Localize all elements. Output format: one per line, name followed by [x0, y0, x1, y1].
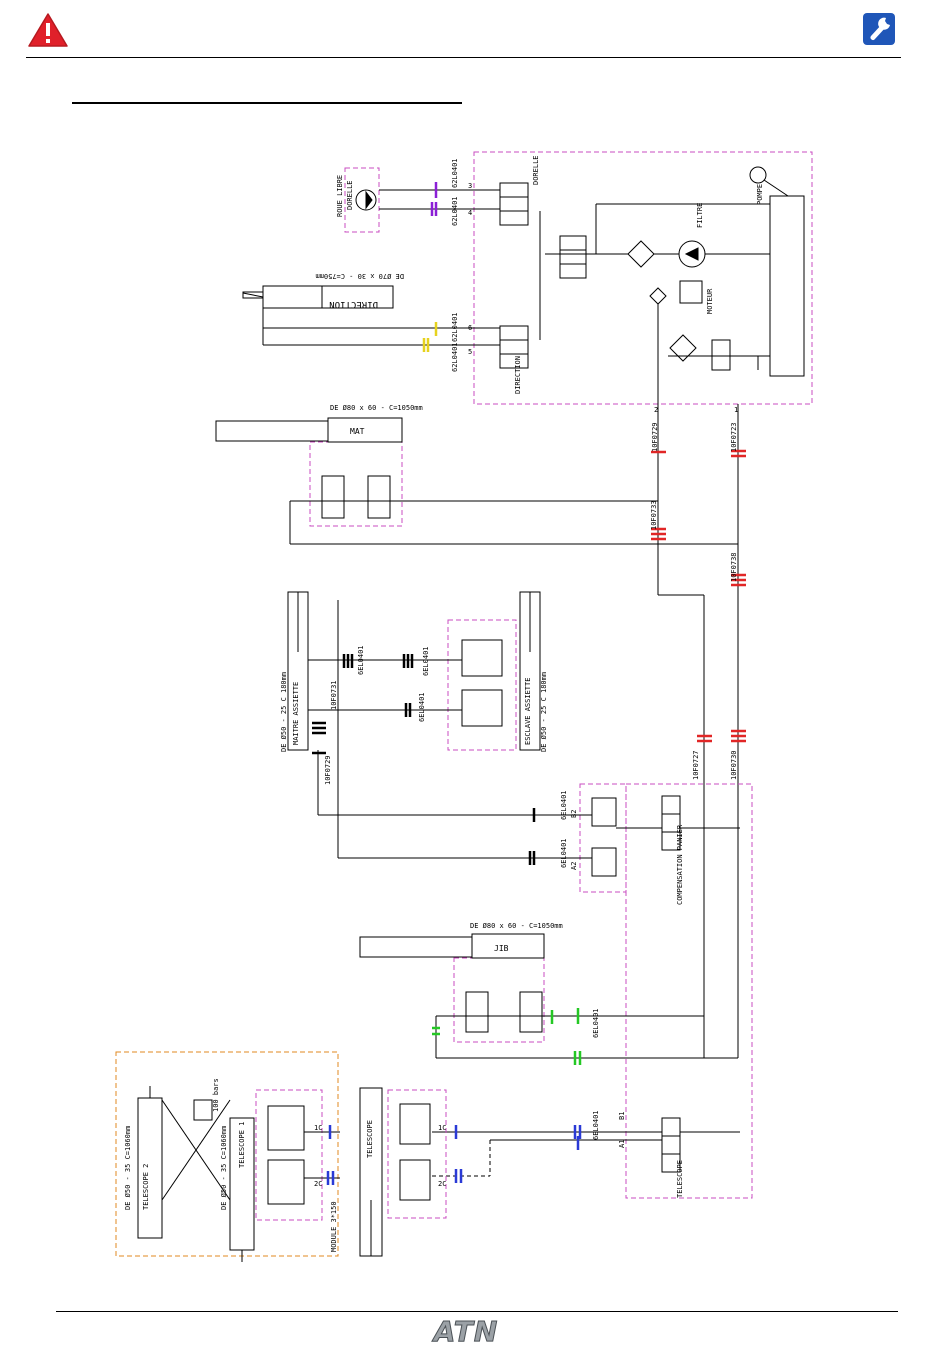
hose-label-7: 10F0733	[650, 500, 658, 530]
port-label-1c-a: 1C	[314, 1124, 322, 1132]
compensation-valve	[661, 795, 681, 815]
telescope-2-label: TELESCOPE 2	[142, 1164, 150, 1210]
tel1-spec-label: DE Ø50 - 35 C=1060mm	[220, 1126, 228, 1210]
jib-label: JIB	[494, 944, 509, 953]
power-unit-box	[473, 151, 813, 405]
maitre-spec-label: DE Ø50 - 25 C 180mm	[280, 672, 288, 752]
jib-cylinder	[471, 933, 545, 959]
port-label-6: 6	[468, 324, 472, 332]
dorelle-label-b: DORELLE	[532, 155, 540, 185]
mat-label: MAT	[350, 427, 365, 436]
telescope-1-label: TELESCOPE 1	[238, 1122, 246, 1168]
compensation-label: COMPENSATION PANIER	[676, 824, 684, 905]
hose-label-6: 10F0723	[730, 422, 738, 452]
telescope-label: TELESCOPE	[366, 1120, 374, 1158]
port-label-4: 4	[468, 209, 472, 217]
hose-label-15: 6EL0401	[418, 692, 426, 722]
direction-valve-top	[499, 325, 529, 341]
port-label-2: 2	[654, 406, 658, 414]
pompe-label: POMPE	[756, 184, 764, 205]
hose-label-3: 62L0401	[451, 312, 459, 342]
tel2-spec-label: DE Ø50 - 35 C=1060mm	[124, 1126, 132, 1210]
hose-label-16: 6EL0401	[560, 790, 568, 820]
filtre-label: FILTRE	[696, 203, 704, 228]
telescope-valve-label: TELESCOPE	[676, 1160, 684, 1198]
tank-symbol	[769, 195, 805, 377]
hose-label-11: 10F0731	[330, 680, 338, 710]
port-label-2c-b: 2C	[438, 1180, 446, 1188]
hose-label-5: 10F0729	[651, 422, 659, 452]
hose-label-17: 6EL0401	[560, 838, 568, 868]
port-label-1: 1	[734, 406, 738, 414]
assiette-valve-box	[447, 619, 517, 751]
roue-libre-motor-symbol	[355, 189, 377, 211]
hose-label-12: 10F0729	[324, 755, 332, 785]
port-label-1c-b: 1C	[438, 1124, 446, 1132]
port-label-2c-a: 2C	[314, 1180, 322, 1188]
direction-label: DIRECTION	[329, 299, 378, 309]
hose-label-13: 6EL0401	[357, 645, 365, 675]
hose-label-1: 62L0401	[451, 158, 459, 188]
hose-label-18: 6EL0401	[592, 1008, 600, 1038]
telescope-valve	[661, 1117, 681, 1137]
header-rule	[26, 57, 901, 58]
direction-spec-label: DE Ø70 x 30 - C=750mm	[315, 272, 404, 280]
roue-libre-box	[344, 167, 380, 233]
port-label-b2: B2	[570, 810, 578, 818]
dorelle-valve-top	[499, 182, 529, 198]
port-label-a2: A2	[570, 862, 578, 870]
mat-cylinder	[327, 417, 403, 443]
motor-symbol	[679, 280, 703, 304]
hose-label-10: 10F0730	[730, 750, 738, 780]
footer-rule	[56, 1311, 898, 1312]
module-label: MODULE 3*150	[330, 1201, 338, 1252]
port-label-b1: B1	[618, 1112, 626, 1120]
module-box	[115, 1051, 339, 1257]
moteur-label: MOTEUR	[706, 288, 714, 314]
mat-valve-box	[309, 441, 403, 527]
dorelle-label-a: DORELLE	[346, 180, 354, 210]
atn-logo: ATN	[430, 1315, 502, 1348]
esclave-spec-label: DE Ø50 - 25 C 180mm	[540, 672, 548, 752]
level-gauge-symbol	[749, 166, 767, 184]
mat-spec-label: DE Ø80 x 60 - C=1050mm	[330, 404, 423, 412]
direction-valve-label: DIRECTION	[514, 356, 522, 394]
port-label-5: 5	[468, 348, 472, 356]
maitre-assiette-label: MAITRE ASSIETTE	[292, 682, 300, 745]
roue-libre-label: ROUE LIBRE	[336, 175, 344, 217]
filter-symbol	[627, 240, 655, 268]
warning-triangle-icon	[28, 13, 68, 47]
title-underline	[72, 102, 462, 104]
hose-label-4: 62L0401	[451, 342, 459, 372]
pressure-label: 100 bars	[212, 1078, 220, 1112]
jib-spec-label: DE Ø80 x 60 - C=1050mm	[470, 922, 563, 930]
port-label-a1: A1	[618, 1140, 626, 1148]
jib-valve-box	[453, 957, 545, 1043]
wrench-icon	[863, 13, 895, 45]
hose-label-14: 6EL0401	[422, 646, 430, 676]
hose-label-2: 62L0401	[451, 196, 459, 226]
mat-cylinder-rod	[215, 420, 329, 442]
atn-logo-text: ATN	[433, 1315, 499, 1348]
esclave-assiette-label: ESCLAVE ASSIETTE	[524, 678, 532, 745]
jib-cylinder-rod	[359, 936, 473, 958]
hose-label-19: 6EL0401	[592, 1110, 600, 1140]
hose-label-9: 10F0727	[692, 750, 700, 780]
compensation-telescope-box	[625, 783, 753, 1199]
hose-label-8: 10F0738	[730, 552, 738, 582]
port-label-3: 3	[468, 182, 472, 190]
